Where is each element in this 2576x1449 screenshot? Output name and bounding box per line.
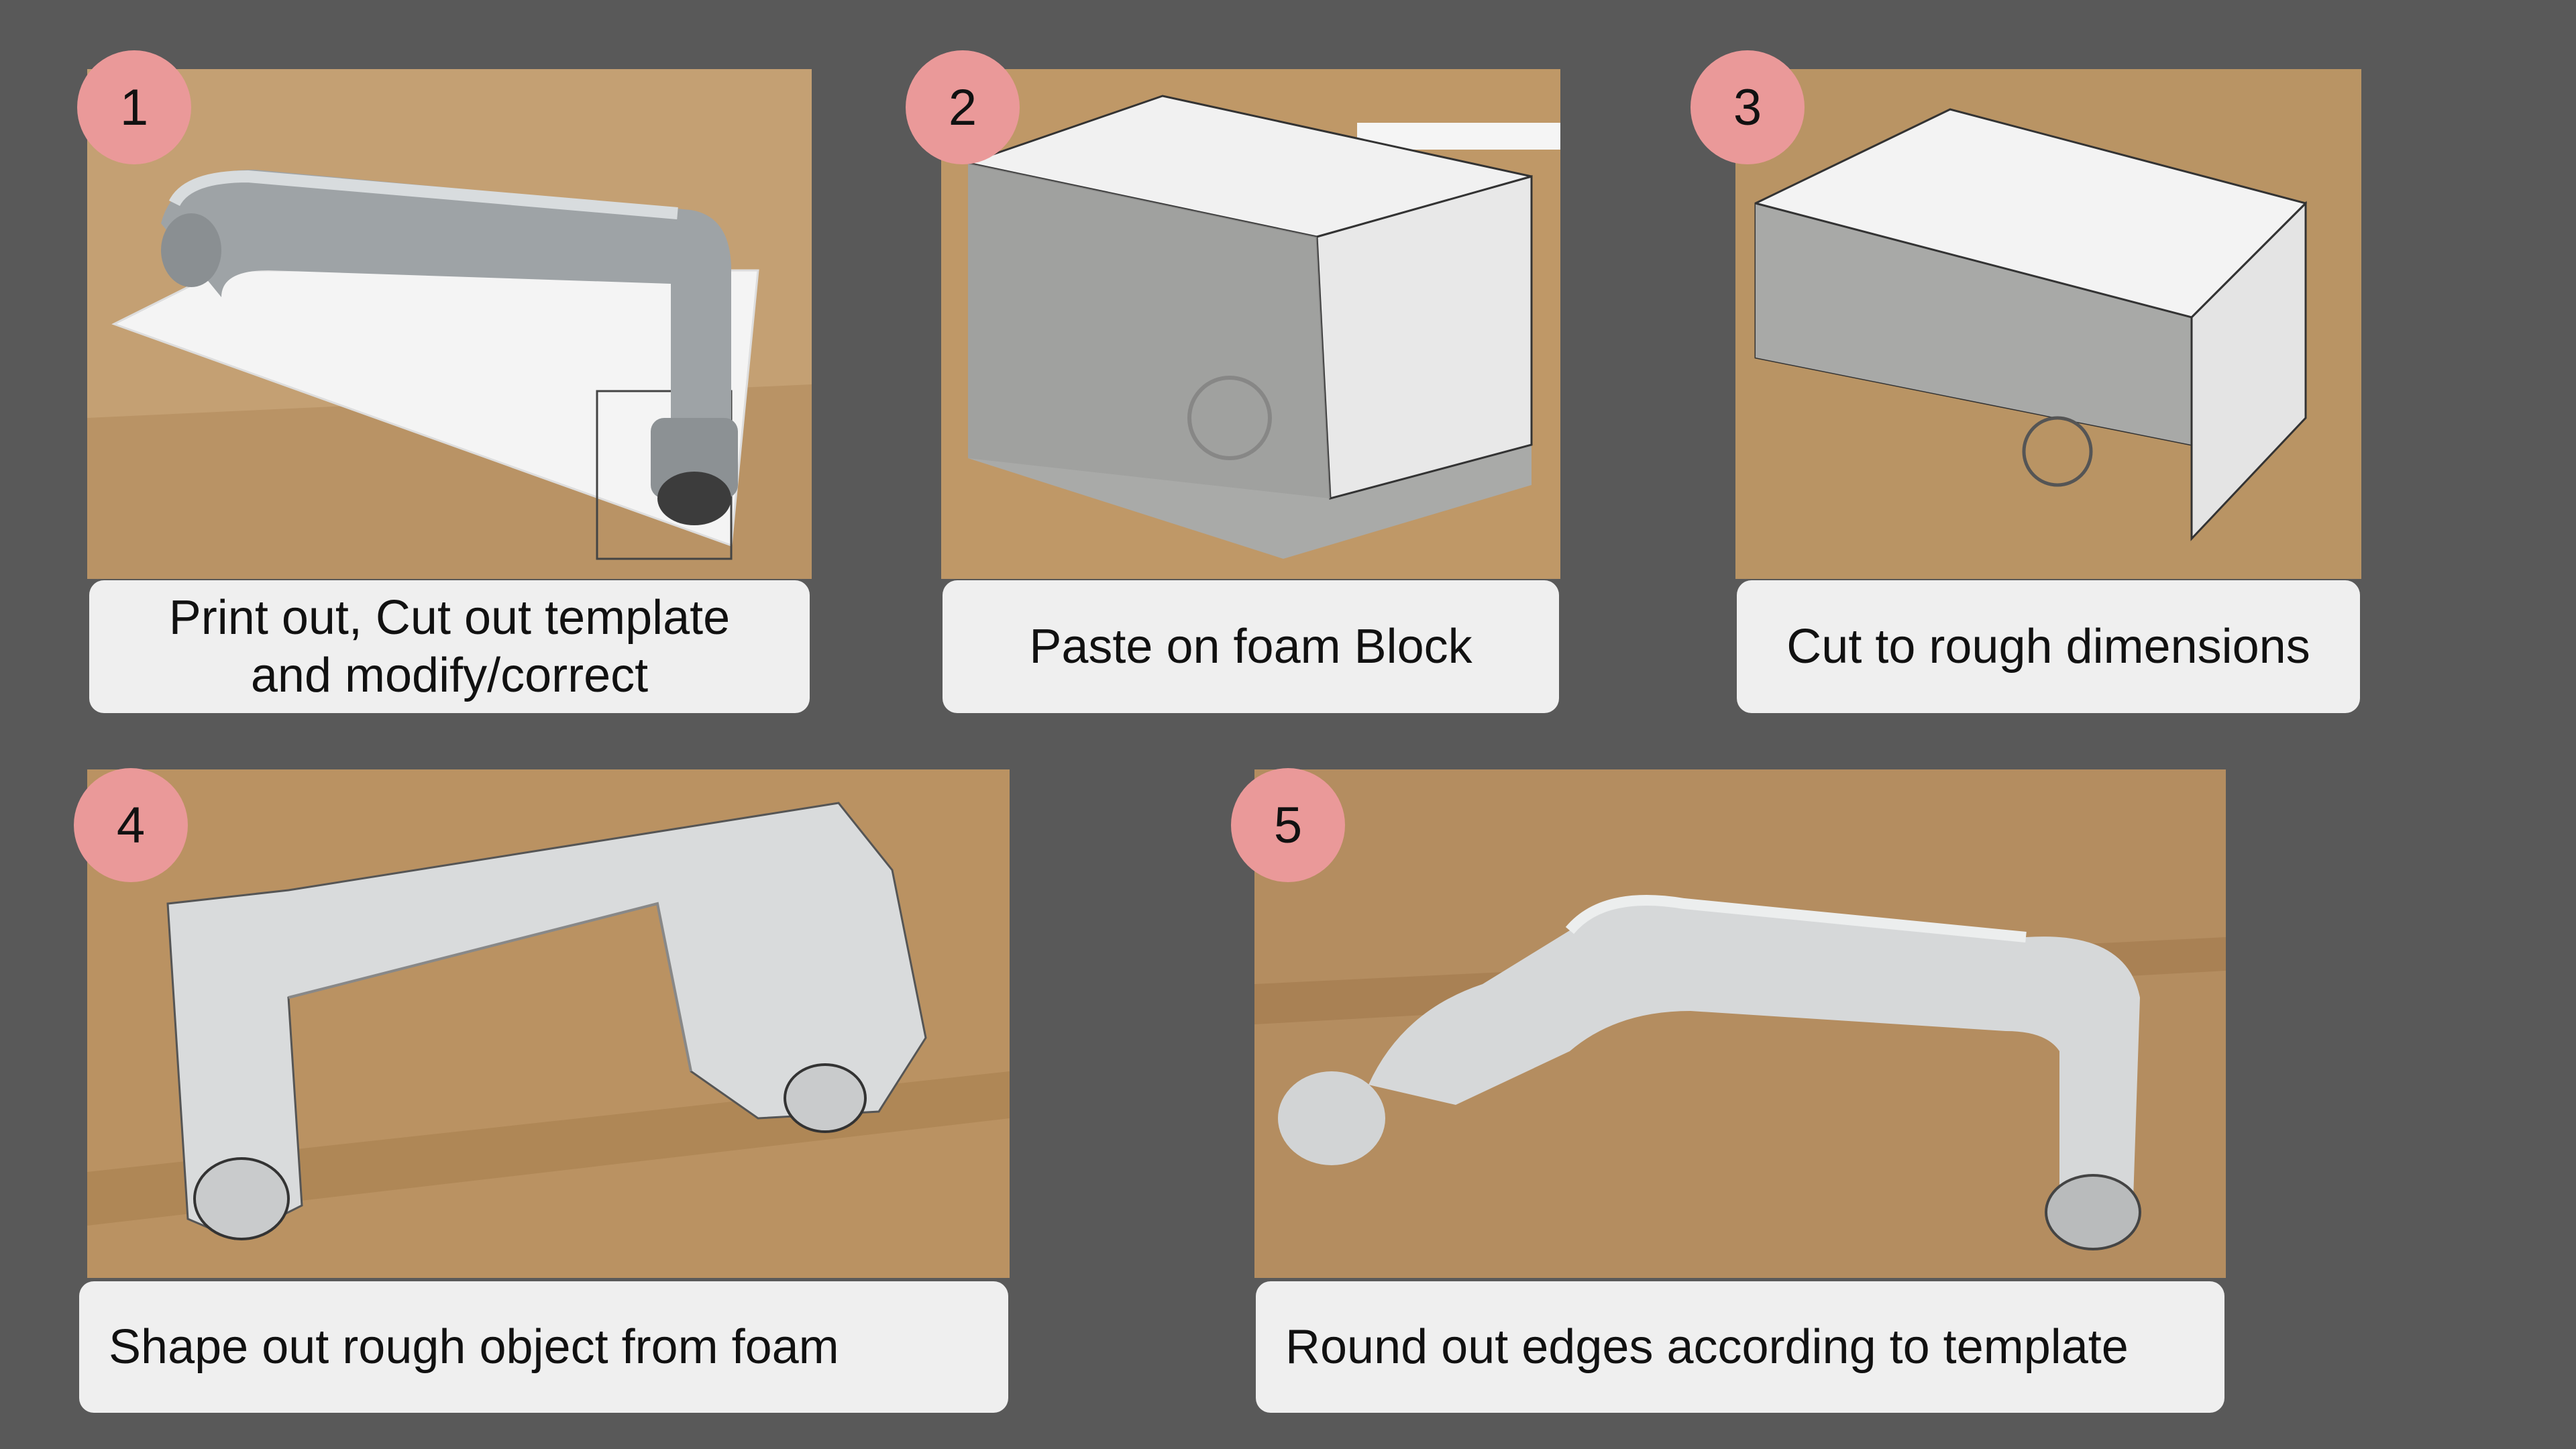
step-1-photo [87,69,812,579]
step-3-photo [1735,69,2361,579]
step-2-caption: Paste on foam Block [943,580,1559,713]
step-1-caption: Print out, Cut out template and modify/c… [89,580,810,713]
step-4-caption: Shape out rough object from foam [79,1281,1008,1413]
step-2-photo [941,69,1560,579]
step-3-caption-text: Cut to rough dimensions [1786,620,2310,674]
step-3-caption: Cut to rough dimensions [1737,580,2360,713]
step-4-caption-text: Shape out rough object from foam [109,1320,839,1374]
step-4-badge: 4 [74,768,188,882]
step-5-photo [1254,769,2226,1278]
step-4-photo [87,769,1010,1278]
step-1-caption-text: Print out, Cut out template and modify/c… [168,591,731,702]
step-5-caption: Round out edges according to template [1256,1281,2224,1413]
step-1-badge: 1 [77,50,191,164]
step-3-badge: 3 [1690,50,1805,164]
step-5-badge: 5 [1231,768,1345,882]
step-5-caption-text: Round out edges according to template [1285,1320,2129,1374]
step-2-caption-text: Paste on foam Block [1029,620,1472,674]
step-2-badge: 2 [906,50,1020,164]
